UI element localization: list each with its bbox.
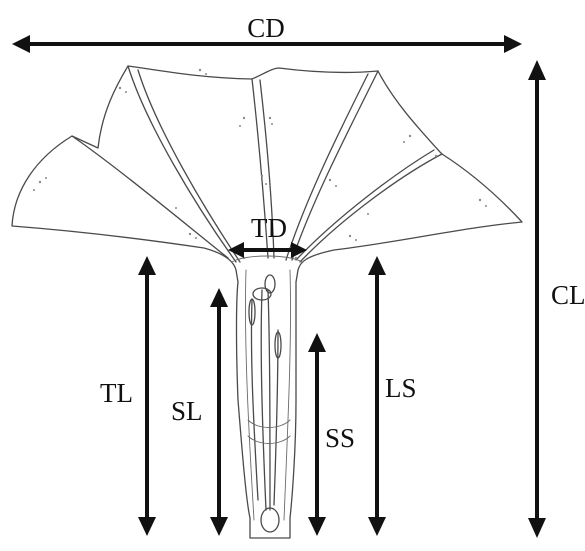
stamens-and-style (248, 275, 290, 532)
corolla-fold (128, 66, 236, 262)
tl-label: TL (100, 378, 133, 408)
cd-label: CD (247, 13, 285, 43)
ss-label: SS (325, 423, 355, 453)
cl-arrow (528, 60, 546, 538)
tube-wall (284, 270, 291, 520)
corolla-fold (292, 71, 378, 260)
ls-label: LS (385, 373, 417, 403)
sl-arrow (210, 288, 228, 536)
tl-arrow (138, 256, 156, 536)
sl-label: SL (171, 396, 203, 426)
corolla-fold (72, 136, 228, 258)
ls-arrow (368, 256, 386, 536)
td-label: TD (251, 213, 287, 243)
flower-corolla-illustration (12, 66, 522, 538)
ss-arrow (308, 333, 326, 536)
corolla-fold (286, 74, 368, 260)
corolla-fold (138, 70, 240, 262)
cl-label: CL (551, 280, 585, 310)
corolla-outline (12, 66, 522, 538)
